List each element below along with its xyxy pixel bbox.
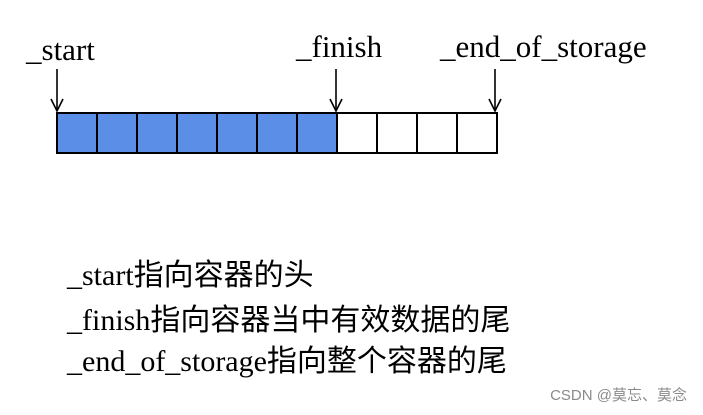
storage-cell-empty: [416, 112, 458, 154]
description-line-finish: _finish指向容器当中有效数据的尾: [67, 304, 511, 337]
storage-cell-filled: [176, 112, 218, 154]
finish-pointer-label: _finish: [296, 29, 383, 64]
end-of-storage-pointer-arrow: [488, 69, 502, 113]
storage-cell-empty: [336, 112, 378, 154]
storage-cell-empty: [376, 112, 418, 154]
end-of-storage-pointer-label: _end_of_storage: [440, 29, 647, 64]
description-line-start: _start指向容器的头: [67, 259, 314, 292]
csdn-watermark: CSDN @莫忘、莫念: [550, 387, 687, 404]
storage-cells: [56, 112, 498, 154]
storage-cell-filled: [256, 112, 298, 154]
storage-cell-filled: [216, 112, 258, 154]
start-pointer-arrow: [50, 69, 64, 113]
storage-cell-filled: [96, 112, 138, 154]
storage-cell-filled: [56, 112, 98, 154]
storage-cell-filled: [296, 112, 338, 154]
description-line-end-of-storage: _end_of_storage指向整个容器的尾: [67, 345, 507, 378]
finish-pointer-arrow: [329, 69, 343, 113]
storage-cell-empty: [456, 112, 498, 154]
pointer-arrows: [50, 69, 502, 113]
start-pointer-label: _start: [26, 32, 95, 67]
storage-cell-filled: [136, 112, 178, 154]
